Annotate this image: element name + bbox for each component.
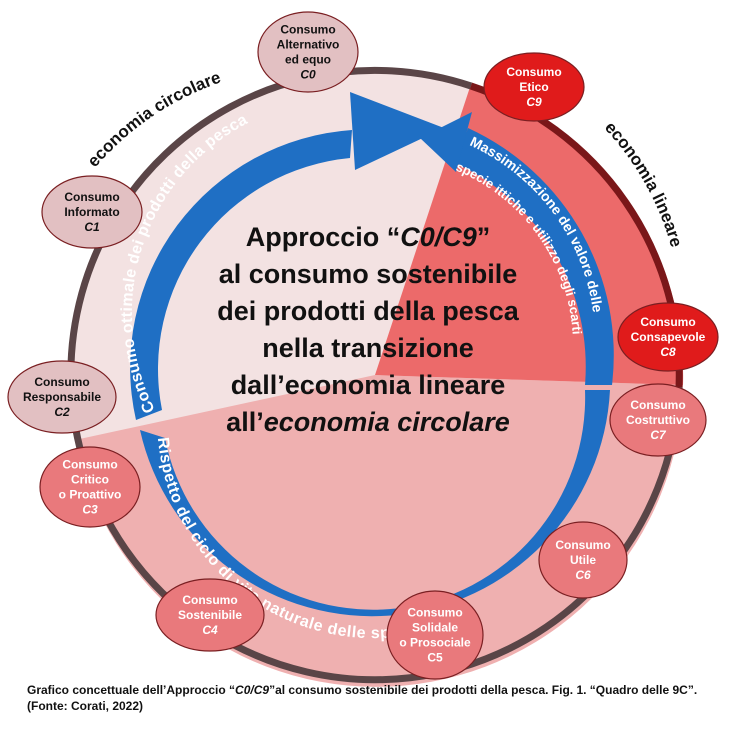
- node-ellipse-c6: [538, 521, 628, 599]
- caption-line-2: (Fonte: Corati, 2022): [27, 699, 144, 713]
- caption-line-1-pre: Grafico concettuale dell’Approccio “: [27, 683, 236, 697]
- node-text-c5: C5: [427, 651, 443, 665]
- node-text-c9: Etico: [519, 80, 548, 94]
- title-line-3: dei prodotti della pesca: [217, 296, 520, 326]
- node-code-c0: C0: [300, 68, 316, 82]
- arrow-right-head: [420, 112, 472, 172]
- node-code-c8: C8: [660, 345, 676, 359]
- node-text-c1: Consumo: [64, 190, 119, 204]
- title-line-6-pre: all’: [226, 407, 264, 437]
- arrow-left-head: [350, 92, 444, 170]
- title-line-1-post: ”: [477, 222, 491, 252]
- title-line-1-pre: Approccio “: [246, 222, 401, 252]
- node-text-c3: o Proattivo: [59, 488, 122, 502]
- caption-line-1: Grafico concettuale dell’Approccio “C0/C…: [27, 682, 727, 698]
- node-text-c2: Responsabile: [23, 390, 101, 404]
- caption-line-1-post: ”al consumo sostenibile dei prodotti del…: [269, 683, 698, 697]
- node-ellipse-c7: [609, 383, 707, 457]
- ring-lower: [78, 386, 683, 684]
- figure-caption: Grafico concettuale dell’Approccio “C0/C…: [27, 682, 727, 714]
- node-code-c2: C2: [54, 405, 70, 419]
- node-text-c5: o Prosociale: [399, 636, 471, 650]
- node-text-c7: Costruttivo: [626, 413, 690, 427]
- node-ellipse-c9: [483, 52, 585, 122]
- arrow-left: [130, 130, 352, 420]
- node-ellipse-c4: [155, 578, 265, 652]
- title-line-4: nella transizione: [262, 333, 474, 363]
- node-text-c3: Consumo: [62, 458, 117, 472]
- node-text-c4: Sostenibile: [178, 608, 242, 622]
- title-line-6-em: economia circolare: [264, 407, 510, 437]
- central-title: Approccio “C0/C9” al consumo sostenibile…: [217, 222, 520, 437]
- title-line-2: al consumo sostenibile: [219, 259, 518, 289]
- node-text-c9: Consumo: [506, 65, 561, 79]
- node-ellipse-c0: [257, 11, 359, 93]
- node-text-c4: Consumo: [182, 593, 237, 607]
- title-line-6: all’economia circolare: [226, 407, 510, 437]
- node-ellipse-c2: [7, 360, 117, 434]
- node-code-c9: C9: [526, 95, 542, 109]
- arrow-right: [455, 128, 614, 385]
- title-line-5: dall’economia lineare: [231, 370, 506, 400]
- node-ellipse-c1: [41, 175, 143, 249]
- ring-circular: [67, 66, 473, 457]
- node-text-c8: Consapevole: [631, 330, 706, 344]
- node-text-c1: Informato: [64, 205, 119, 219]
- node-text-c2: Consumo: [34, 375, 89, 389]
- node-code-c3: C3: [82, 503, 98, 517]
- node-ellipse-c8: [617, 302, 719, 372]
- title-line-1: Approccio “C0/C9”: [246, 222, 491, 252]
- node-code-c4: C4: [202, 623, 218, 637]
- node-code-c7: C7: [650, 428, 667, 442]
- node-text-c3: Critico: [71, 473, 109, 487]
- node-text-c0: ed equo: [285, 53, 331, 67]
- node-text-c6: Utile: [570, 553, 596, 567]
- node-text-c0: Alternativo: [277, 38, 340, 52]
- node-ellipse-c3: [39, 446, 141, 528]
- node-ellipse-c5: [386, 590, 484, 680]
- node-text-c0: Consumo: [280, 23, 335, 37]
- node-text-c5: Solidale: [412, 621, 458, 635]
- node-code-c1: C1: [84, 220, 100, 234]
- node-text-c8: Consumo: [640, 315, 695, 329]
- node-text-c6: Consumo: [555, 538, 610, 552]
- node-text-c7: Consumo: [630, 398, 685, 412]
- node-code-c6: C6: [575, 568, 591, 582]
- caption-line-1-em: C0/C9: [235, 683, 270, 697]
- title-line-1-em: C0/C9: [400, 222, 477, 252]
- node-text-c5: Consumo: [407, 606, 462, 620]
